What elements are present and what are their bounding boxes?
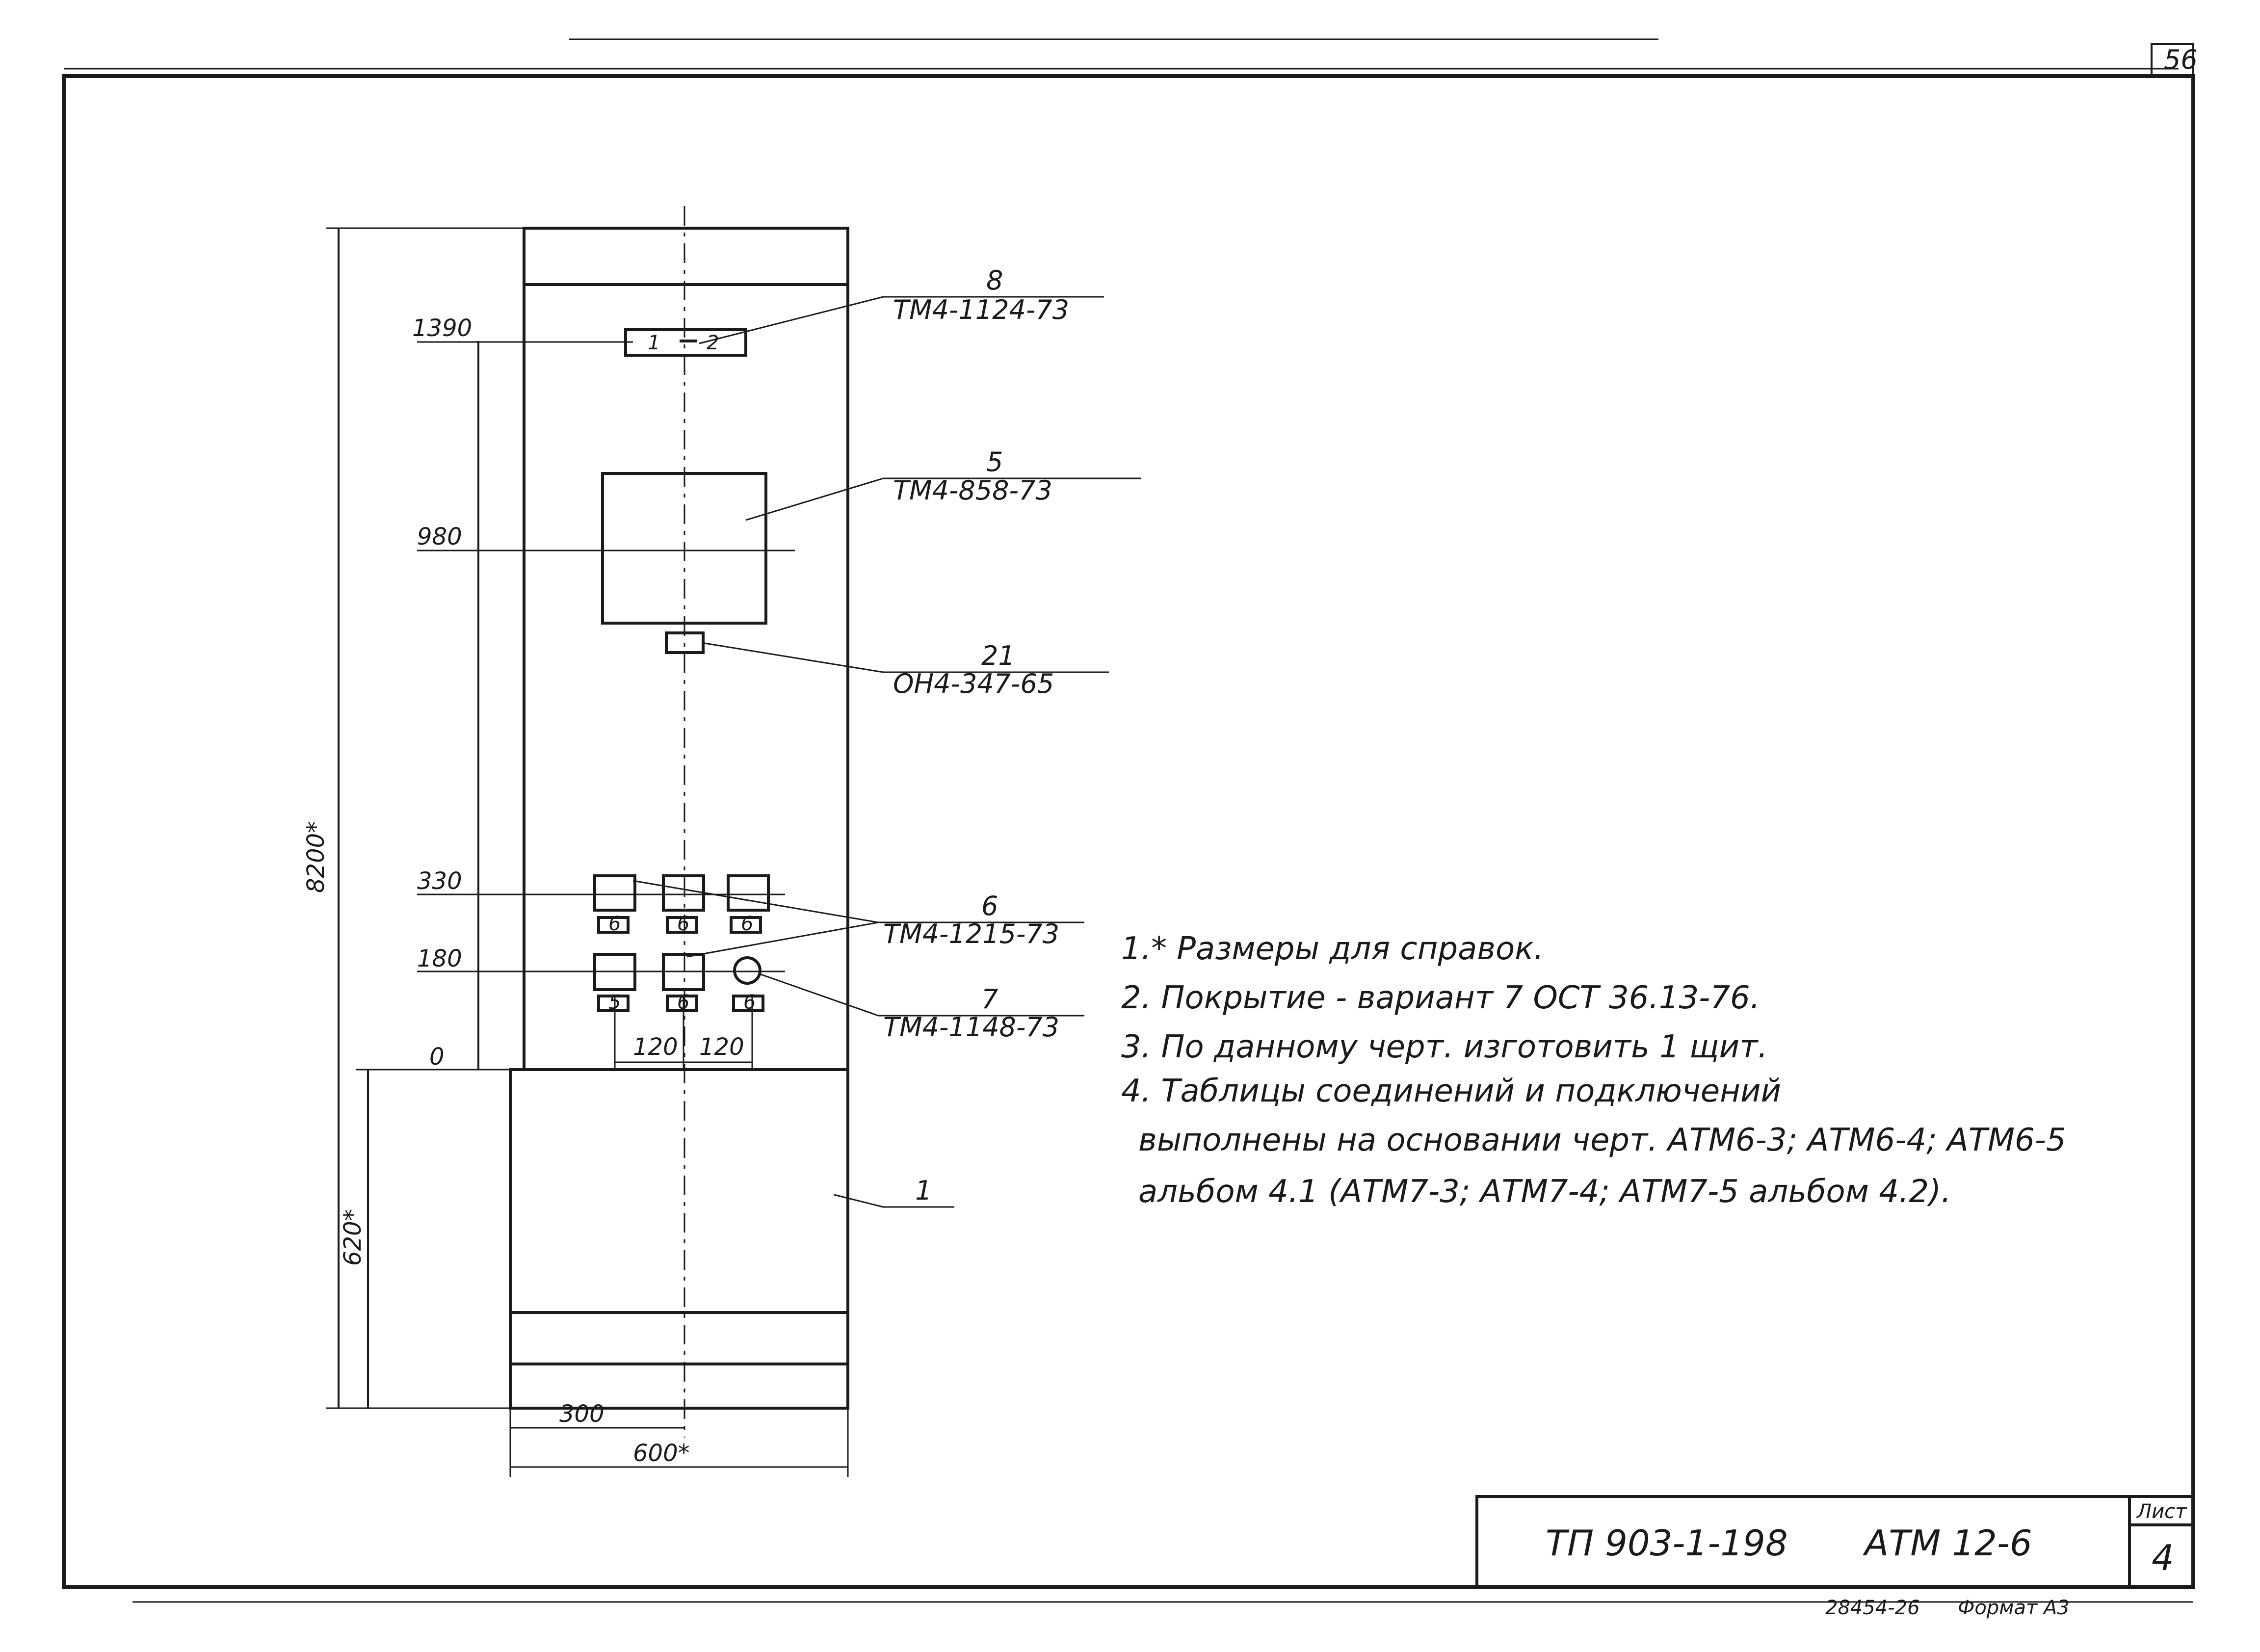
panel-base xyxy=(509,1068,849,1410)
dim-330-label: 330 xyxy=(417,867,462,895)
leader-8 xyxy=(699,296,884,344)
callout-6-number: 6 xyxy=(981,891,998,921)
callout-5-ref: TM4-858-73 xyxy=(893,475,1052,506)
callout-8-number: 8 xyxy=(986,265,1003,296)
callout-1-number: 1 xyxy=(915,1175,932,1206)
title-project-code: ТП 903-1-198 xyxy=(1546,1522,1788,1564)
signal-lamp-7 xyxy=(733,956,762,985)
callout-6-ref: TM4-1215-73 xyxy=(883,918,1059,949)
corner-number-box xyxy=(2151,43,2194,77)
label-r1-c3-text: 6 xyxy=(741,913,753,935)
sheet-border xyxy=(62,74,2195,1589)
label-r2-c2 xyxy=(666,995,698,1012)
label-r2-c3-text: 6 xyxy=(743,991,756,1014)
instrument-5 xyxy=(601,472,767,625)
note-3: 3. По данному черт. изготовить 1 щит. xyxy=(1121,1029,1768,1065)
footer-archive-number: 28454-26 xyxy=(1825,1597,1920,1619)
dim-1390-label: 1390 xyxy=(412,315,472,342)
leader-6a xyxy=(632,880,879,923)
dim-spacing-b-label: 120 xyxy=(699,1033,744,1061)
label-r1-c3 xyxy=(730,916,762,934)
corner-number: 56 xyxy=(2164,44,2198,75)
dim-spacing-a-label: 120 xyxy=(633,1033,678,1061)
label-r2-c1 xyxy=(597,995,630,1012)
dim-base-label: 620* xyxy=(339,1209,367,1266)
footer-format: Формат А3 xyxy=(1958,1597,2070,1619)
note-4-line-3: альбом 4.1 (АТМ7-3; АТМ7-4; АТМ7-5 альбо… xyxy=(1138,1174,1951,1210)
dim-180-label: 180 xyxy=(417,945,462,972)
label-r2-c3 xyxy=(732,995,764,1012)
dim-980-label: 980 xyxy=(417,523,462,551)
callout-8-ref: TM4-1124-73 xyxy=(893,294,1069,325)
button-r1-c2 xyxy=(662,874,705,912)
note-1: 1.* Размеры для справок. xyxy=(1121,931,1544,967)
callout-21-number: 21 xyxy=(981,640,1015,671)
label-r1-c2 xyxy=(666,916,698,934)
label-r2-c1-text: 5 xyxy=(608,991,621,1014)
callout-5-number: 5 xyxy=(986,446,1003,477)
label-r1-c1-text: 6 xyxy=(608,913,621,935)
callout-7-number: 7 xyxy=(981,984,998,1015)
title-sheet-label: Лист xyxy=(2136,1500,2187,1523)
leader-7 xyxy=(759,973,879,1017)
note-2: 2. Покрытие - вариант 7 ОСТ 36.13-76. xyxy=(1121,980,1760,1016)
title-block xyxy=(1475,1495,2195,1589)
callout-7-ref: TM4-1148-73 xyxy=(883,1012,1059,1043)
dim-total-width-label: 600* xyxy=(633,1440,690,1467)
leader-1 xyxy=(834,1194,884,1208)
leader-6b xyxy=(686,921,879,958)
dim-0-label: 0 xyxy=(429,1043,445,1071)
title-sheet-number: 4 xyxy=(2152,1537,2174,1578)
dim-overall-label: 8200* xyxy=(302,821,330,893)
label-r2-c2-text: 6 xyxy=(677,991,689,1014)
label-r1-c2-text: 6 xyxy=(677,913,689,935)
leader-21 xyxy=(701,642,884,673)
label-r1-c1 xyxy=(597,916,630,934)
title-drawing-code: АТМ 12-6 xyxy=(1863,1522,2032,1564)
switch-8-mark-left: 1 xyxy=(648,332,660,354)
leader-5 xyxy=(745,477,884,521)
switch-8-mark-right: 2 xyxy=(707,332,719,354)
button-r1-c1 xyxy=(593,874,636,912)
note-4-line-2: выполнены на основании черт. АТМ6-3; АТМ… xyxy=(1138,1122,2066,1158)
callout-21-ref: ОН4-347-65 xyxy=(893,668,1054,699)
button-r1-c3 xyxy=(727,874,770,912)
dim-half-width-label: 300 xyxy=(559,1400,604,1428)
note-4: 4. Таблицы соединений и подключений xyxy=(1121,1073,1781,1109)
